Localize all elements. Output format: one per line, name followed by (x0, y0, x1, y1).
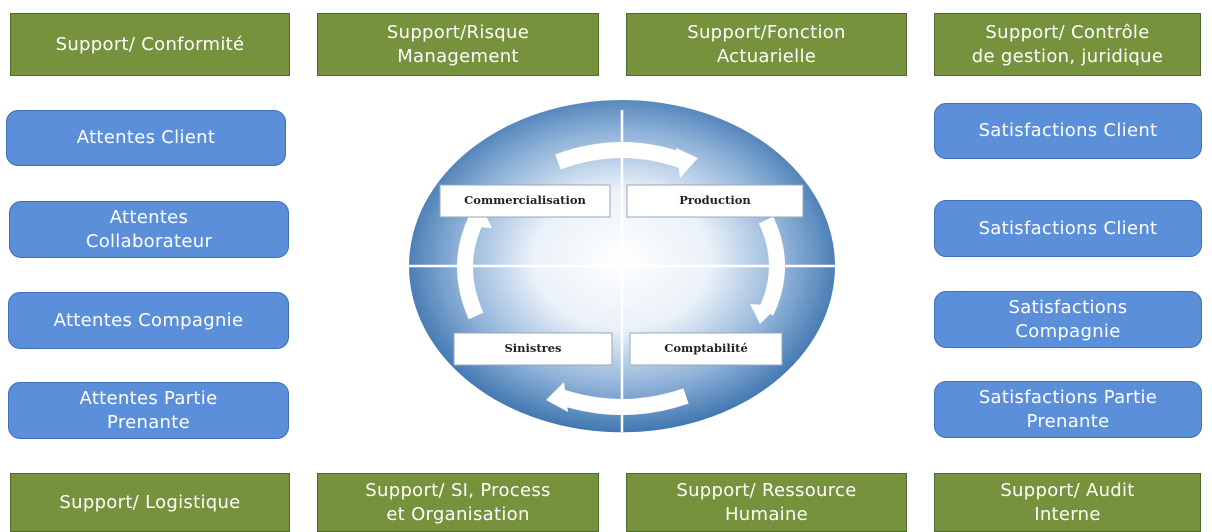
support-box-controle-gestion: Support/ Contrôle de gestion, juridique (934, 13, 1201, 76)
attentes-collaborateur-box: Attentes Collaborateur (9, 201, 289, 258)
attentes-label: Attentes Partie Prenante (79, 388, 218, 433)
support-box-si-process: Support/ SI, Process et Organisation (317, 473, 599, 532)
satisfactions-client-box-2: Satisfactions Client (934, 200, 1202, 257)
cycle-arrow-bottom (546, 382, 689, 415)
satisfactions-client-box: Satisfactions Client (934, 103, 1202, 159)
support-label: Support/ Logistique (59, 491, 241, 513)
process-box-comptabilite: Comptabilité (629, 332, 783, 366)
support-label: Support/Risque Management (386, 22, 530, 67)
attentes-label: Attentes Collaborateur (85, 207, 213, 252)
support-box-conformite: Support/ Conformité (10, 13, 290, 76)
attentes-client-box: Attentes Client (6, 110, 286, 166)
support-label: Support/ Ressource Humaine (676, 480, 857, 525)
satisfactions-label: Satisfactions Partie Prenante (978, 387, 1158, 432)
attentes-label: Attentes Compagnie (53, 309, 244, 331)
support-box-fonction-actuarielle: Support/Fonction Actuarielle (626, 13, 907, 76)
process-box-commercialisation: Commercialisation (439, 184, 611, 218)
process-label-commercialisation: Commercialisation (464, 193, 586, 207)
process-cycle-diagram: Commercialisation Production Sinistres C… (408, 100, 836, 433)
attentes-compagnie-box: Attentes Compagnie (8, 292, 289, 349)
attentes-partie-prenante-box: Attentes Partie Prenante (8, 382, 289, 439)
cycle-arrow-right (750, 216, 785, 324)
support-box-audit-interne: Support/ Audit Interne (934, 473, 1201, 532)
process-box-sinistres: Sinistres (453, 332, 613, 366)
process-label-sinistres: Sinistres (504, 341, 561, 355)
satisfactions-label: Satisfactions Client (978, 120, 1158, 142)
cycle-arrow-left (457, 208, 492, 320)
process-label-production: Production (679, 193, 751, 207)
process-box-production: Production (626, 184, 804, 218)
support-box-ressource-humaine: Support/ Ressource Humaine (626, 473, 907, 532)
satisfactions-label: Satisfactions Compagnie (1008, 297, 1128, 342)
cycle-arrow-top (555, 142, 698, 178)
support-label: Support/ Conformité (55, 33, 245, 55)
support-label: Support/ Contrôle de gestion, juridique (971, 22, 1164, 67)
support-box-risque-management: Support/Risque Management (317, 13, 599, 76)
support-label: Support/ SI, Process et Organisation (365, 480, 551, 525)
support-label: Support/ Audit Interne (1000, 480, 1135, 525)
satisfactions-label: Satisfactions Client (978, 217, 1158, 239)
support-box-logistique: Support/ Logistique (10, 473, 290, 532)
attentes-label: Attentes Client (76, 127, 216, 149)
satisfactions-compagnie-box: Satisfactions Compagnie (934, 291, 1202, 348)
process-label-comptabilite: Comptabilité (664, 341, 748, 355)
support-label: Support/Fonction Actuarielle (687, 22, 846, 67)
satisfactions-partie-prenante-box: Satisfactions Partie Prenante (934, 381, 1202, 438)
